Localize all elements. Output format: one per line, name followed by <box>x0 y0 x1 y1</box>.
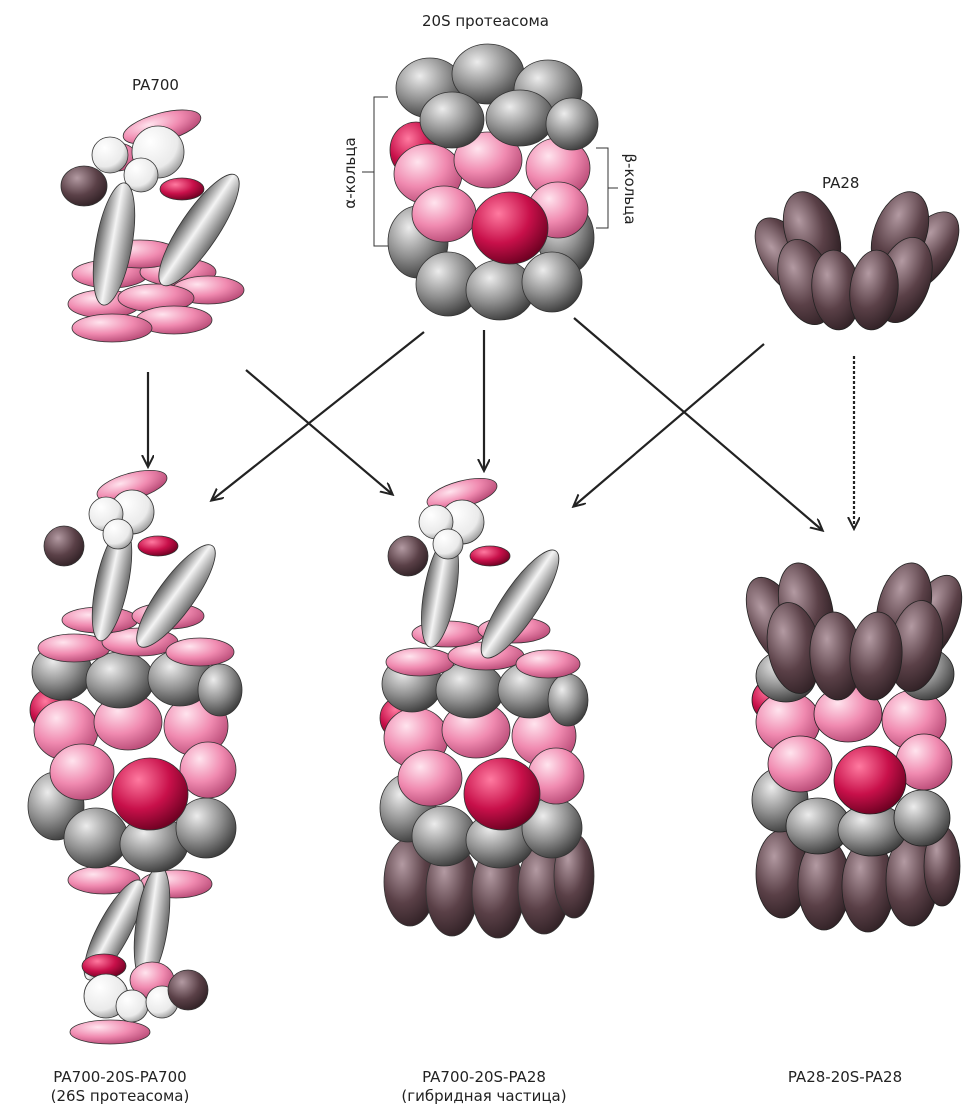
caption-hybrid-complex: PA700-20S-PA28 (гибридная частица) <box>354 1068 614 1106</box>
alpha-ring-bracket <box>374 97 388 246</box>
complex-hybrid <box>380 472 594 938</box>
label-alpha-rings: α-кольца <box>341 123 359 223</box>
arrows <box>148 318 854 530</box>
caption-26s-line1: PA700-20S-PA700 <box>0 1068 240 1087</box>
arrow-20s-to-pa28-pair <box>574 318 822 530</box>
label-beta-rings: β-кольца <box>621 139 639 239</box>
label-pa28: PA28 <box>822 174 859 192</box>
caption-pa28-pair-complex: PA28-20S-PA28 <box>730 1068 960 1087</box>
label-20s-proteasome: 20S протеасома <box>422 12 549 30</box>
label-pa700: PA700 <box>132 76 179 94</box>
pa28-cap <box>742 184 967 333</box>
beta-ring-bracket <box>596 148 608 228</box>
proteasome-20s-top <box>388 44 598 320</box>
complex-26s <box>28 464 242 1044</box>
arrow-20s-to-26s <box>212 332 424 500</box>
caption-pa28-pair-line1: PA28-20S-PA28 <box>730 1068 960 1087</box>
caption-26s-line2: (26S протеасома) <box>0 1087 240 1106</box>
arrow-pa700-to-hybrid <box>246 370 392 494</box>
arrow-pa28-to-hybrid <box>574 344 764 506</box>
complex-pa28-pair <box>734 557 967 932</box>
caption-hybrid-line2: (гибридная частица) <box>354 1087 614 1106</box>
caption-26s-complex: PA700-20S-PA700 (26S протеасома) <box>0 1068 240 1106</box>
pa700-cap <box>61 103 252 342</box>
caption-hybrid-line1: PA700-20S-PA28 <box>354 1068 614 1087</box>
